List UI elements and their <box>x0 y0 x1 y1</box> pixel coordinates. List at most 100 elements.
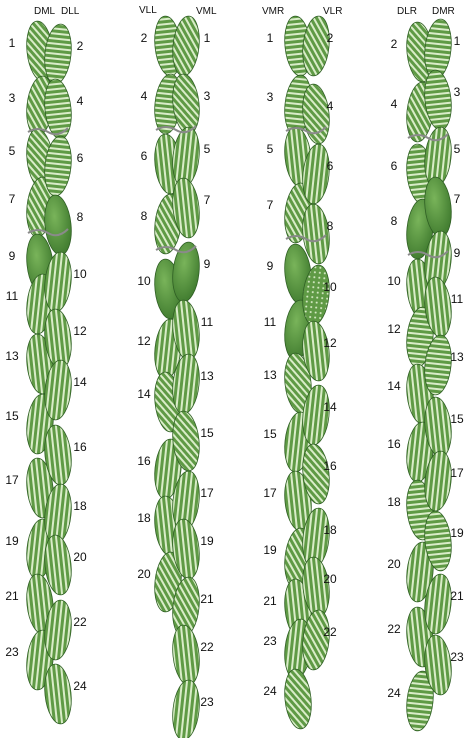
col1-header-right: DLL <box>61 6 80 17</box>
cell-number-label: 7 <box>454 192 461 206</box>
cell-numbers: 1357911131517192123246810121416182022242… <box>5 31 464 709</box>
cell-number-label: 6 <box>327 159 334 173</box>
cell-number-label: 15 <box>263 427 277 441</box>
cell-number-label: 3 <box>267 90 274 104</box>
col4-header-left: DLR <box>397 6 417 17</box>
cell-number-label: 5 <box>454 142 461 156</box>
muscle-cell <box>170 679 202 738</box>
cell-number-label: 4 <box>141 89 148 103</box>
cell-number-label: 7 <box>9 192 16 206</box>
cell-number-label: 17 <box>450 466 464 480</box>
cell-number-label: 22 <box>73 615 87 629</box>
cell-number-label: 22 <box>200 640 214 654</box>
cell-number-label: 18 <box>137 511 151 525</box>
cell-number-label: 7 <box>204 193 211 207</box>
cell-number-label: 20 <box>73 550 87 564</box>
cell-number-label: 8 <box>391 214 398 228</box>
cell-number-label: 15 <box>200 426 214 440</box>
cell-number-label: 9 <box>204 257 211 271</box>
cell-number-label: 11 <box>264 315 277 329</box>
cell-number-label: 10 <box>323 280 337 294</box>
cell-number-label: 19 <box>200 534 214 548</box>
col1-header-left: DML <box>34 6 56 17</box>
cell-number-label: 7 <box>267 198 274 212</box>
cell-number-label: 13 <box>263 368 277 382</box>
cell-number-label: 15 <box>450 412 464 426</box>
col3-header-right: VLR <box>323 6 342 17</box>
cell-number-label: 4 <box>77 94 84 108</box>
cell-number-label: 23 <box>263 634 277 648</box>
cell-number-label: 2 <box>77 39 84 53</box>
cell-number-label: 22 <box>387 622 401 636</box>
cell-number-label: 14 <box>323 400 337 414</box>
cell-number-label: 19 <box>450 526 464 540</box>
cell-number-label: 20 <box>387 557 401 571</box>
cell-number-label: 24 <box>73 679 87 693</box>
cell-number-label: 12 <box>387 322 401 336</box>
cell-number-label: 12 <box>73 324 87 338</box>
cell-number-label: 24 <box>387 686 401 700</box>
cell-number-label: 12 <box>137 334 151 348</box>
cell-number-label: 4 <box>391 97 398 111</box>
cell-number-label: 14 <box>137 387 151 401</box>
cell-number-label: 16 <box>137 454 151 468</box>
cell-number-label: 10 <box>137 274 151 288</box>
cell-number-label: 14 <box>73 375 87 389</box>
cell-number-label: 9 <box>9 249 16 263</box>
muscle-cell <box>282 668 314 730</box>
col3-header-left: VMR <box>262 6 284 17</box>
cell-number-label: 6 <box>77 151 84 165</box>
cell-number-label: 17 <box>200 486 214 500</box>
cell-number-label: 3 <box>9 91 16 105</box>
muscle-cell <box>170 624 202 686</box>
cell-number-label: 18 <box>73 499 87 513</box>
cell-number-label: 5 <box>9 144 16 158</box>
col4-header-right: DMR <box>432 6 455 17</box>
cell-number-label: 6 <box>141 149 148 163</box>
cell-number-label: 5 <box>204 142 211 156</box>
cell-number-label: 2 <box>327 31 334 45</box>
cell-number-label: 17 <box>263 486 277 500</box>
cell-number-label: 3 <box>454 85 461 99</box>
cell-number-label: 17 <box>5 473 19 487</box>
cell-number-label: 16 <box>387 437 401 451</box>
cell-number-label: 16 <box>73 440 87 454</box>
cell-number-label: 2 <box>141 31 148 45</box>
cell-number-label: 1 <box>9 36 16 50</box>
col2-header-right: VML <box>196 6 217 17</box>
cell-number-label: 11 <box>201 315 214 329</box>
cell-number-label: 20 <box>323 572 337 586</box>
cell-number-label: 1 <box>267 31 274 45</box>
cell-number-label: 10 <box>387 274 401 288</box>
cell-number-label: 8 <box>141 209 148 223</box>
cell-number-label: 6 <box>391 159 398 173</box>
cell-number-label: 15 <box>5 409 19 423</box>
cell-number-label: 13 <box>450 350 464 364</box>
cell-number-label: 13 <box>5 349 19 363</box>
cell-number-label: 23 <box>200 695 214 709</box>
cell-number-label: 21 <box>263 594 277 608</box>
cell-number-label: 4 <box>327 99 334 113</box>
cell-number-label: 18 <box>323 523 337 537</box>
cell-number-label: 1 <box>454 34 461 48</box>
cell-number-label: 19 <box>5 534 19 548</box>
cell-number-label: 2 <box>391 37 398 51</box>
cell-number-label: 3 <box>204 89 211 103</box>
cell-number-label: 9 <box>454 246 461 260</box>
cell-number-label: 12 <box>323 336 337 350</box>
cell-number-label: 23 <box>450 650 464 664</box>
cell-number-label: 16 <box>323 459 337 473</box>
cell-number-label: 8 <box>77 210 84 224</box>
cell-number-label: 8 <box>327 219 334 233</box>
cell-number-label: 11 <box>6 289 19 303</box>
cell-number-label: 21 <box>450 589 464 603</box>
cell-number-label: 21 <box>200 592 214 606</box>
cell-number-label: 18 <box>387 495 401 509</box>
cell-number-label: 21 <box>5 589 19 603</box>
cell-number-label: 9 <box>267 259 274 273</box>
column-headers: DML DLL VLL VML VMR VLR DLR DMR <box>34 5 455 17</box>
col2-header-left: VLL <box>139 5 157 16</box>
cell-number-label: 11 <box>451 292 464 306</box>
